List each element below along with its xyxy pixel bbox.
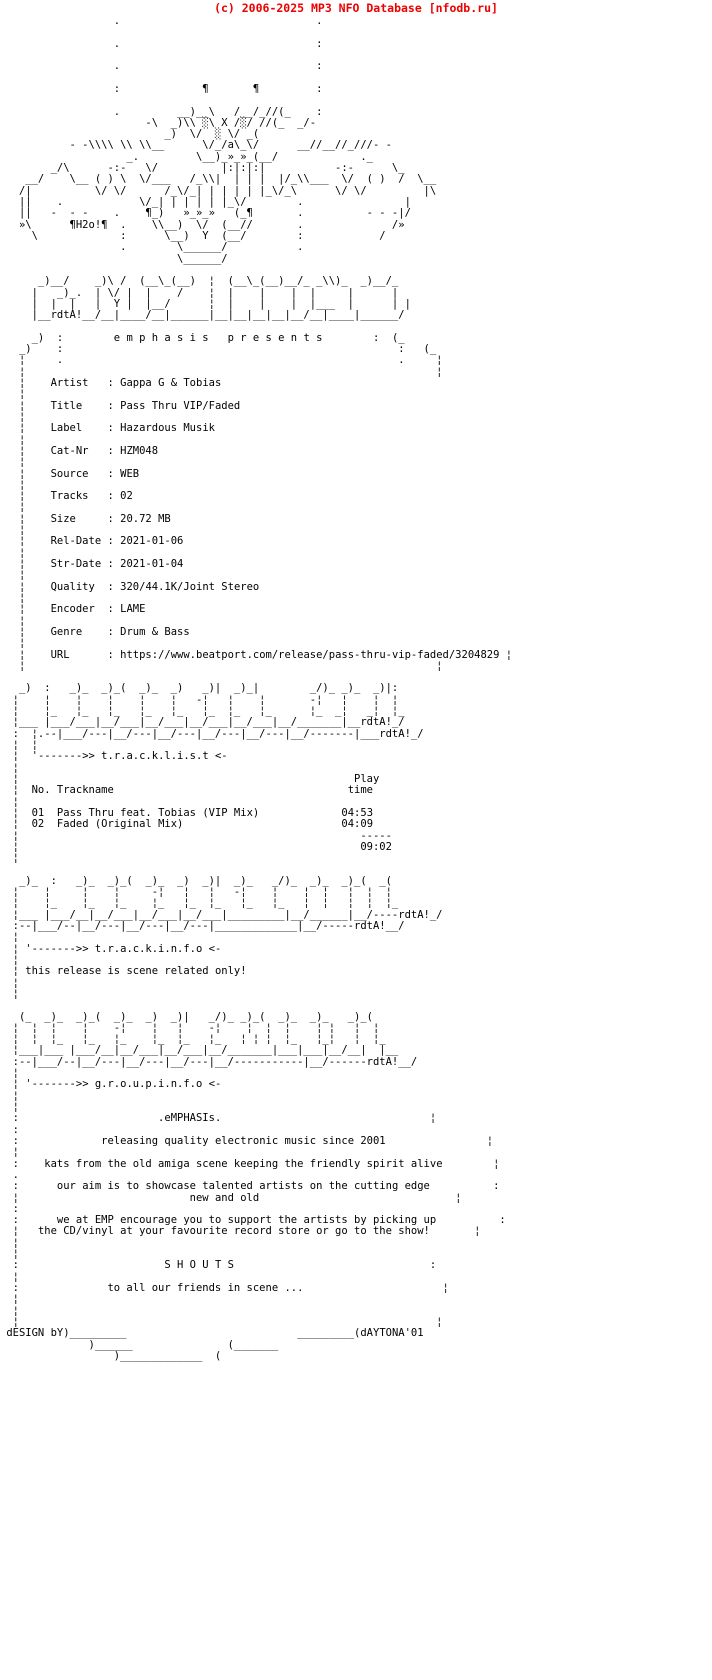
shouts-text: to all our friends in scene ... [107, 1282, 304, 1294]
trackinfo-title: t.r.a.c.k.i.n.f.o [94, 942, 203, 955]
info-label-label: Label [50, 422, 83, 435]
tracklist-total-rule: ----- [360, 829, 392, 842]
trackinfo-arrow-right: <- [208, 942, 222, 955]
info-sep: : [107, 535, 114, 548]
info-sep: : [107, 648, 114, 661]
info-sep: : [107, 625, 114, 638]
info-sep: : [107, 580, 114, 593]
trackinfo-section: ¦ '------->> t.r.a.c.k.i.n.f.o <- ¦ ¦ th… [0, 942, 247, 1000]
tracklist-arrow-left: -------> [37, 750, 89, 763]
groupinfo-title: g.r.o.u.p.i.n.f.o [94, 1078, 203, 1091]
info-label-url: URL [50, 648, 70, 661]
info-sep: : [107, 422, 114, 435]
info-label-catnr: Cat-Nr [50, 444, 89, 457]
info-sep: : [107, 603, 114, 616]
groupinfo-line-3: our aim is to showcase talented artists … [56, 1180, 430, 1193]
nfo-document: (c) 2006-2025 MP3 NFO Database [nfodb.ru… [0, 1, 712, 1362]
info-label-title: Title [50, 399, 83, 412]
info-value-reldate: 2021-01-06 [120, 535, 184, 548]
tracklist-header-no: No. [31, 784, 51, 797]
info-label-reldate: Rel-Date [50, 535, 102, 548]
tracklist-header-trackname: Trackname [56, 784, 114, 797]
groupinfo-arrow-left: -------> [31, 1078, 83, 1091]
info-sep: : [107, 399, 114, 412]
nfodb-credit-bar: (c) 2006-2025 MP3 NFO Database [nfodb.ru… [214, 1, 498, 15]
track-name-1: Pass Thru feat. Tobias (VIP Mix) [56, 806, 260, 819]
info-label-size: Size [50, 512, 76, 525]
trackinfo-arrow-left: -------> [31, 942, 83, 955]
groupinfo-group-name: .eMPHASIs. [158, 1112, 222, 1125]
groupinfo-line-1: releasing quality electronic music since… [101, 1134, 386, 1147]
tracklist-title: t.r.a.c.k.l.i.s.t [101, 750, 209, 763]
track-time-2: 04:09 [341, 818, 374, 831]
info-label-source: Source [50, 467, 89, 480]
groupinfo-line-4: new and old [189, 1191, 260, 1204]
shouts-title: S H O U T S [164, 1259, 234, 1272]
footer-block: dESIGN bY)_________ _________(dAYTONA'01… [6, 1327, 424, 1362]
groupinfo-section: ¦ '------->> g.r.o.u.p.i.n.f.o <- ¦ ¦ : … [0, 1078, 506, 1328]
info-sep: : [107, 512, 114, 525]
presents-line-block: _) : e m p h a s i s p r e s e n t s : (… [18, 331, 443, 367]
info-value-strdate: 2021-01-04 [120, 558, 184, 570]
info-sep: : [107, 467, 114, 480]
ascii-art-header: . . . : . : : ¶ ¶ : [18, 15, 437, 265]
groupinfo-line-6: the CD/vinyl at your favourite record st… [37, 1225, 430, 1238]
info-value-quality: 320/44.1K/Joint Stereo [120, 580, 260, 593]
track-no-2: 02 [31, 818, 45, 831]
info-sep: : [107, 377, 114, 389]
groupinfo-banner: (_ _)_ _)_( _)_ _) _)| _/)_ _)_( _)_ _)_… [12, 1010, 418, 1080]
info-label-artist: Artist [50, 377, 89, 389]
info-label-genre: Genre [50, 625, 83, 638]
info-label-tracks: Tracks [50, 490, 89, 503]
trackinfo-banner: _)_ : _)_ _)_( _)_ _) _)| _)_ _/)_ _)_ _… [12, 874, 443, 944]
tracklist-playtime-header-2: time [347, 784, 374, 797]
info-sep: : [107, 490, 114, 503]
groupinfo-line-2: kats from the old amiga scene keeping th… [44, 1157, 443, 1170]
info-label-strdate: Str-Date [50, 558, 102, 570]
info-value-tracks: 02 [120, 490, 133, 503]
footer-design-by: dESIGN bY) [6, 1327, 70, 1340]
info-sep: : [107, 444, 114, 457]
info-value-url[interactable]: https://www.beatport.com/release/pass-th… [120, 648, 500, 661]
info-value-artist: Gappa G & Tobias [120, 377, 222, 389]
track-time-1: 04:53 [341, 806, 374, 819]
info-value-catnr: HZM048 [120, 444, 159, 457]
trackinfo-text: this release is scene related only! [25, 965, 247, 978]
tracklist-section: ¦ '------->> t.r.a.c.k.l.i.s.t <- ¦ ¦ Pl… [0, 750, 392, 865]
tracklist-arrow-right: <- [214, 750, 228, 763]
track-no-1: 01 [31, 806, 45, 819]
tracklist-playtime-header-1: Play [354, 772, 380, 785]
nfo-body: . . . : . : : ¶ ¶ : [0, 15, 712, 1362]
groupinfo-arrow-right: <- [208, 1078, 222, 1091]
info-label-encoder: Encoder [50, 603, 95, 616]
groupinfo-line-5: we at EMP encourage you to support the a… [56, 1214, 437, 1227]
info-value-source: WEB [120, 467, 140, 480]
footer-designer: (dAYTONA'01 [354, 1327, 424, 1340]
release-info-block: ¦ ¦ ¦ Artist : Gappa G & Tobias ¦ ¦ Titl… [18, 365, 513, 672]
presents-text: e m p h a s i s p r e s e n t s [113, 331, 323, 344]
info-label-quality: Quality [50, 580, 95, 593]
tracklist-banner: _) : _)_ _)_( _)_ _) _)| _)_| _/)_ _)_ _… [12, 682, 424, 751]
ascii-art-logo-name: _)__/ _)\ / (__\_(__) ¦ (__\_(__)__/_ _\… [31, 275, 411, 322]
info-value-size: 20.72 MB [120, 512, 171, 525]
track-name-2: Faded (Original Mix) [56, 818, 184, 831]
info-value-genre: Drum & Bass [120, 625, 190, 638]
info-sep: : [107, 558, 114, 570]
info-value-encoder: LAME [120, 603, 146, 616]
tracklist-total-time: 09:02 [360, 840, 392, 853]
info-value-title: Pass Thru VIP/Faded [120, 399, 241, 412]
info-value-label: Hazardous Musik [120, 422, 215, 435]
